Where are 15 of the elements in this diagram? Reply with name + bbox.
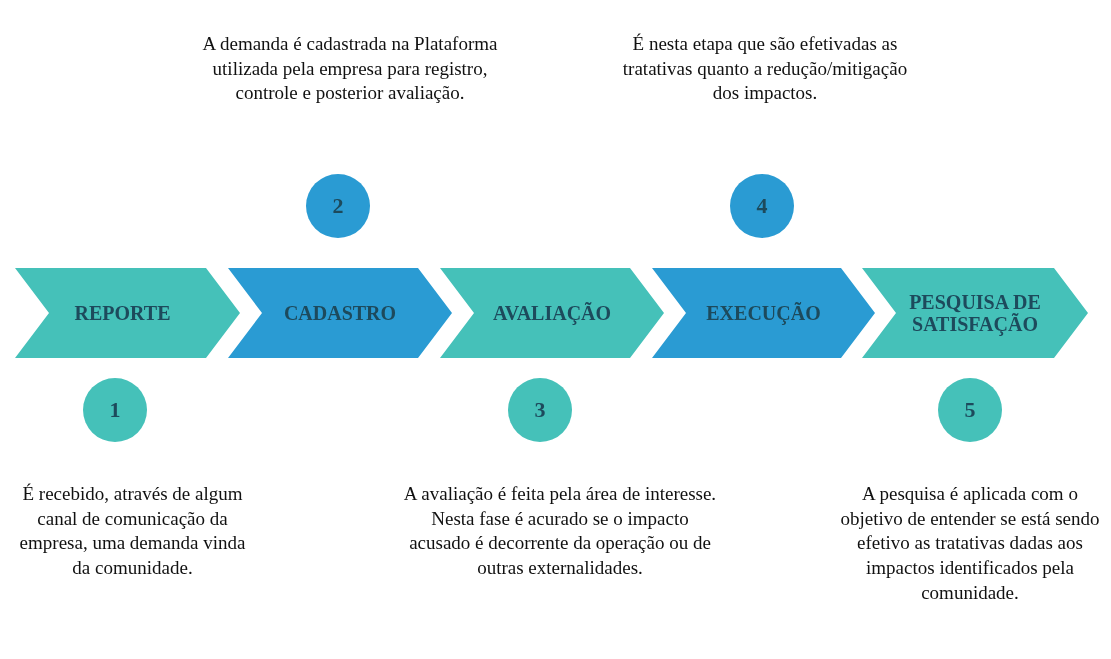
stage-title: AVALIAÇÃO	[491, 302, 613, 324]
step-number: 2	[306, 174, 370, 238]
step-description: A demanda é cadastrada na Plataforma utilizada pela empresa para registro, controle e posterior avaliação.	[201, 32, 499, 106]
stage-title: PESQUISA DE SATISFAÇÃO	[908, 291, 1042, 335]
step-description: A pesquisa é aplicada com o objetivo de entender se está sendo efetivo as tratativas dadas aos impactos identificados pela comunidade.	[839, 482, 1101, 605]
stage-title: CADASTRO	[282, 302, 398, 324]
step-description: É nesta etapa que são efetivadas as tratativas quanto a redução/mitigação dos impactos.	[621, 32, 909, 106]
step-description: A avaliação é feita pela área de interesse. Nesta fase é acurado se o impacto acusado é decorrente da operação ou de outras externalidades.	[402, 482, 718, 581]
step-number: 5	[938, 378, 1002, 442]
stage-title: REPORTE	[73, 302, 172, 324]
step-number: 3	[508, 378, 572, 442]
step-number: 1	[83, 378, 147, 442]
step-description: É recebido, através de algum canal de comunicação da empresa, uma demanda vinda da comunidade.	[18, 482, 247, 581]
step-number: 4	[730, 174, 794, 238]
stage-title: EXECUÇÃO	[705, 302, 822, 324]
